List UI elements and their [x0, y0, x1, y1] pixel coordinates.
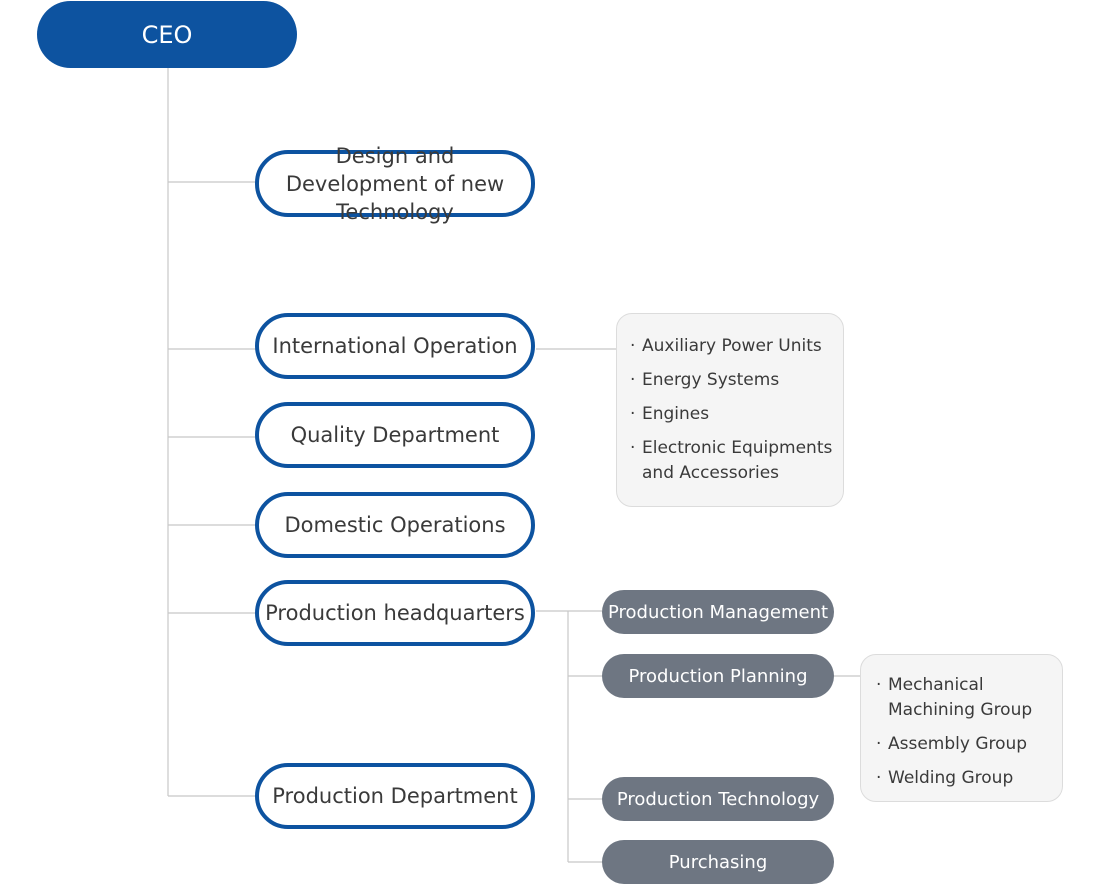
product-item: Auxiliary Power Units [630, 334, 833, 359]
unit-production-management: Production Management [602, 590, 834, 634]
group-item: Assembly Group [876, 732, 1054, 757]
unit-production-planning: Production Planning [602, 654, 834, 698]
dept-quality-label: Quality Department [290, 423, 500, 447]
unit-production-management-label: Production Management [607, 601, 829, 623]
dept-production-department-label: Production Department [272, 784, 518, 808]
ceo-node: CEO [37, 1, 297, 68]
dept-production-department: Production Department [255, 763, 535, 829]
group-item: Mechanical Machining Group [876, 673, 1054, 723]
unit-purchasing: Purchasing [602, 840, 834, 884]
international-products-panel: Auxiliary Power Units Energy Systems Eng… [616, 313, 844, 507]
dept-domestic-operations-label: Domestic Operations [284, 513, 506, 537]
dept-quality: Quality Department [255, 402, 535, 468]
unit-production-technology-label: Production Technology [616, 788, 820, 810]
dept-production-headquarters: Production headquarters [255, 580, 535, 646]
product-item: Energy Systems [630, 368, 833, 393]
product-item: Engines [630, 402, 833, 427]
unit-purchasing-label: Purchasing [668, 851, 768, 873]
unit-production-planning-label: Production Planning [628, 665, 808, 687]
unit-production-technology: Production Technology [602, 777, 834, 821]
product-item: Electronic Equipments and Accessories [630, 436, 833, 486]
ceo-label: CEO [141, 20, 193, 49]
dept-design-development: Design and Development of new Technology [255, 144, 535, 224]
planning-groups-panel: Mechanical Machining Group Assembly Grou… [860, 654, 1063, 802]
dept-production-headquarters-label: Production headquarters [265, 601, 525, 625]
dept-international-operation-label: International Operation [272, 334, 518, 358]
dept-domestic-operations: Domestic Operations [255, 492, 535, 558]
group-item: Welding Group [876, 766, 1054, 791]
dept-design-development-label: Design and Development of new Technology [285, 143, 505, 224]
dept-international-operation: International Operation [255, 313, 535, 379]
